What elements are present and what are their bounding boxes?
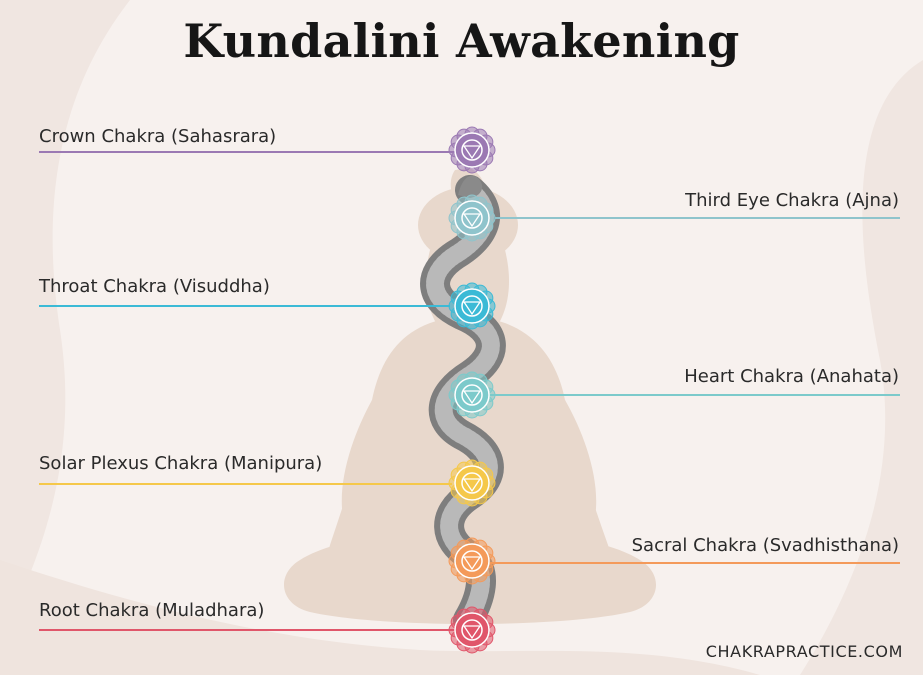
chakra-icons — [448, 126, 496, 654]
chakra-icon — [448, 371, 496, 419]
chakra-label: Sacral Chakra (Svadhisthana) — [631, 535, 899, 556]
chakra-label: Solar Plexus Chakra (Manipura) — [39, 453, 323, 474]
site-url: CHAKRAPRACTICE.COM — [705, 642, 903, 661]
chakra-icon — [448, 194, 496, 242]
chakra-icon — [448, 282, 496, 330]
chakra-icon — [448, 606, 496, 654]
chakra-label: Throat Chakra (Visuddha) — [39, 276, 270, 297]
background-blob-right — [800, 60, 923, 675]
background-blob-left — [0, 0, 130, 640]
page-title: Kundalini Awakening — [183, 14, 740, 68]
chakra-icon — [448, 459, 496, 507]
chakra-label: Crown Chakra (Sahasrara) — [39, 126, 277, 147]
background-blob-bottom — [0, 560, 760, 675]
chakra-icon — [448, 537, 496, 585]
chakra-icon — [448, 126, 496, 174]
chakra-leader-lines — [39, 151, 900, 631]
chakra-label: Root Chakra (Muladhara) — [39, 600, 265, 621]
chakra-label: Third Eye Chakra (Ajna) — [685, 190, 899, 211]
chakra-label: Heart Chakra (Anahata) — [684, 366, 899, 387]
